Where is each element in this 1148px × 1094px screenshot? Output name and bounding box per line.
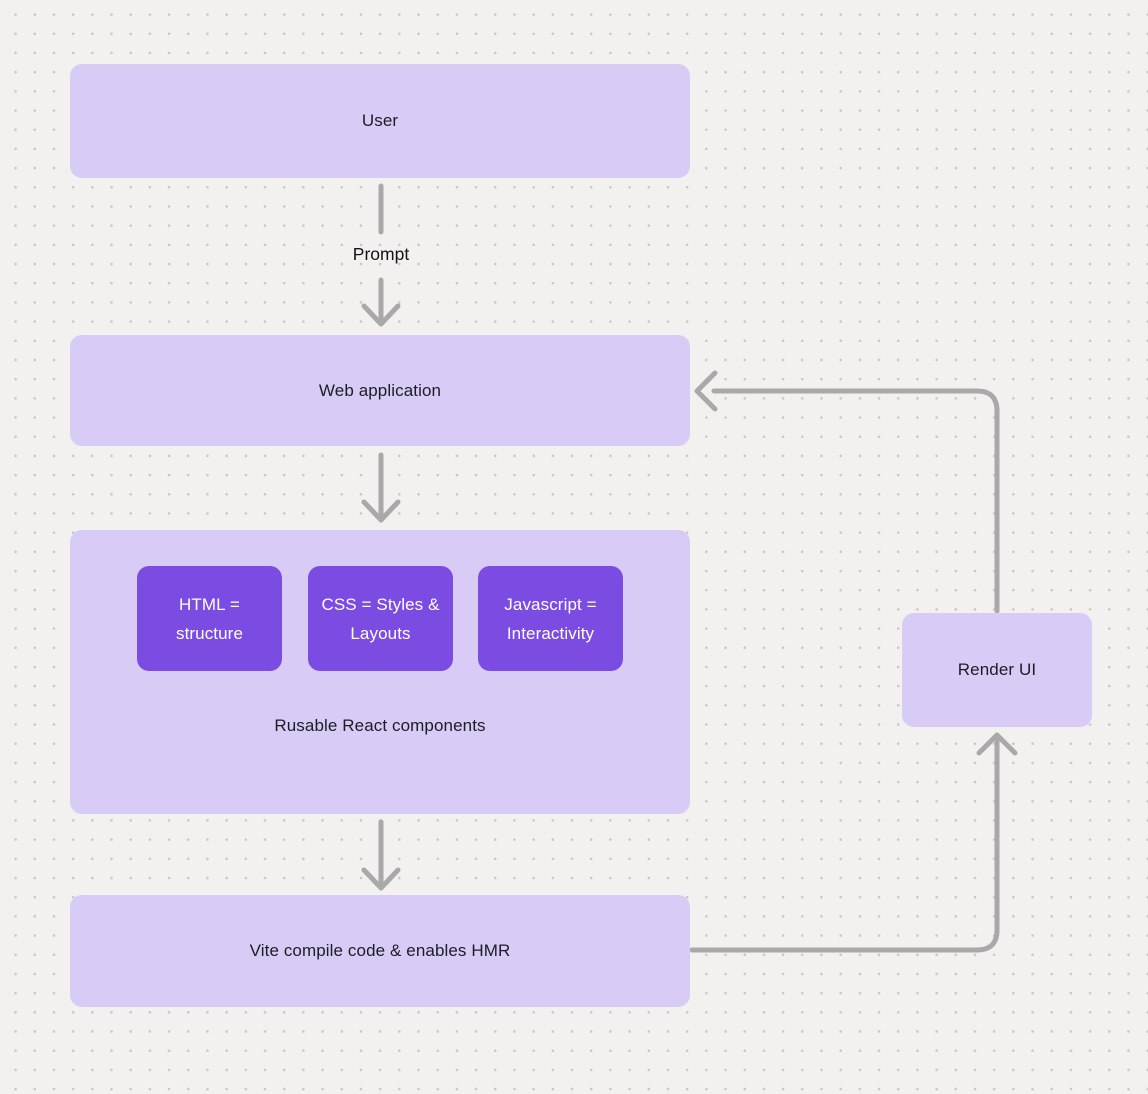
node-vite-label: Vite compile code & enables HMR [249, 941, 511, 960]
node-css-label: CSS = Styles & Layouts [321, 594, 440, 643]
node-user: User [70, 64, 690, 178]
node-css: CSS = Styles & Layouts [308, 566, 453, 671]
arrow-up-icon [976, 732, 1018, 756]
node-render-ui: Render UI [902, 613, 1092, 727]
edge-vite-to-renderui [689, 732, 1018, 953]
node-javascript: Javascript = Interactivity [478, 566, 623, 671]
node-components-group: HTML = structure CSS = Styles & Layouts … [70, 530, 690, 814]
edge-label-prompt: Prompt [352, 244, 410, 264]
node-web-application: Web application [70, 335, 690, 446]
edge-renderui-to-webapp [694, 370, 1000, 614]
arrow-down-icon [361, 499, 401, 523]
arrow-down-icon [361, 867, 401, 891]
edge-components-to-vite [361, 819, 401, 891]
node-user-label: User [361, 111, 399, 130]
node-html: HTML = structure [137, 566, 282, 671]
arrow-down-icon [361, 303, 401, 327]
edge-webapp-to-components [361, 452, 401, 523]
node-vite: Vite compile code & enables HMR [70, 895, 690, 1007]
node-javascript-label: Javascript = Interactivity [504, 594, 597, 643]
node-render-ui-label: Render UI [957, 660, 1037, 679]
node-html-label: HTML = structure [175, 594, 244, 643]
node-web-application-label: Web application [318, 380, 442, 400]
components-group-caption: Rusable React components [274, 716, 486, 735]
arrow-left-icon [694, 370, 718, 412]
